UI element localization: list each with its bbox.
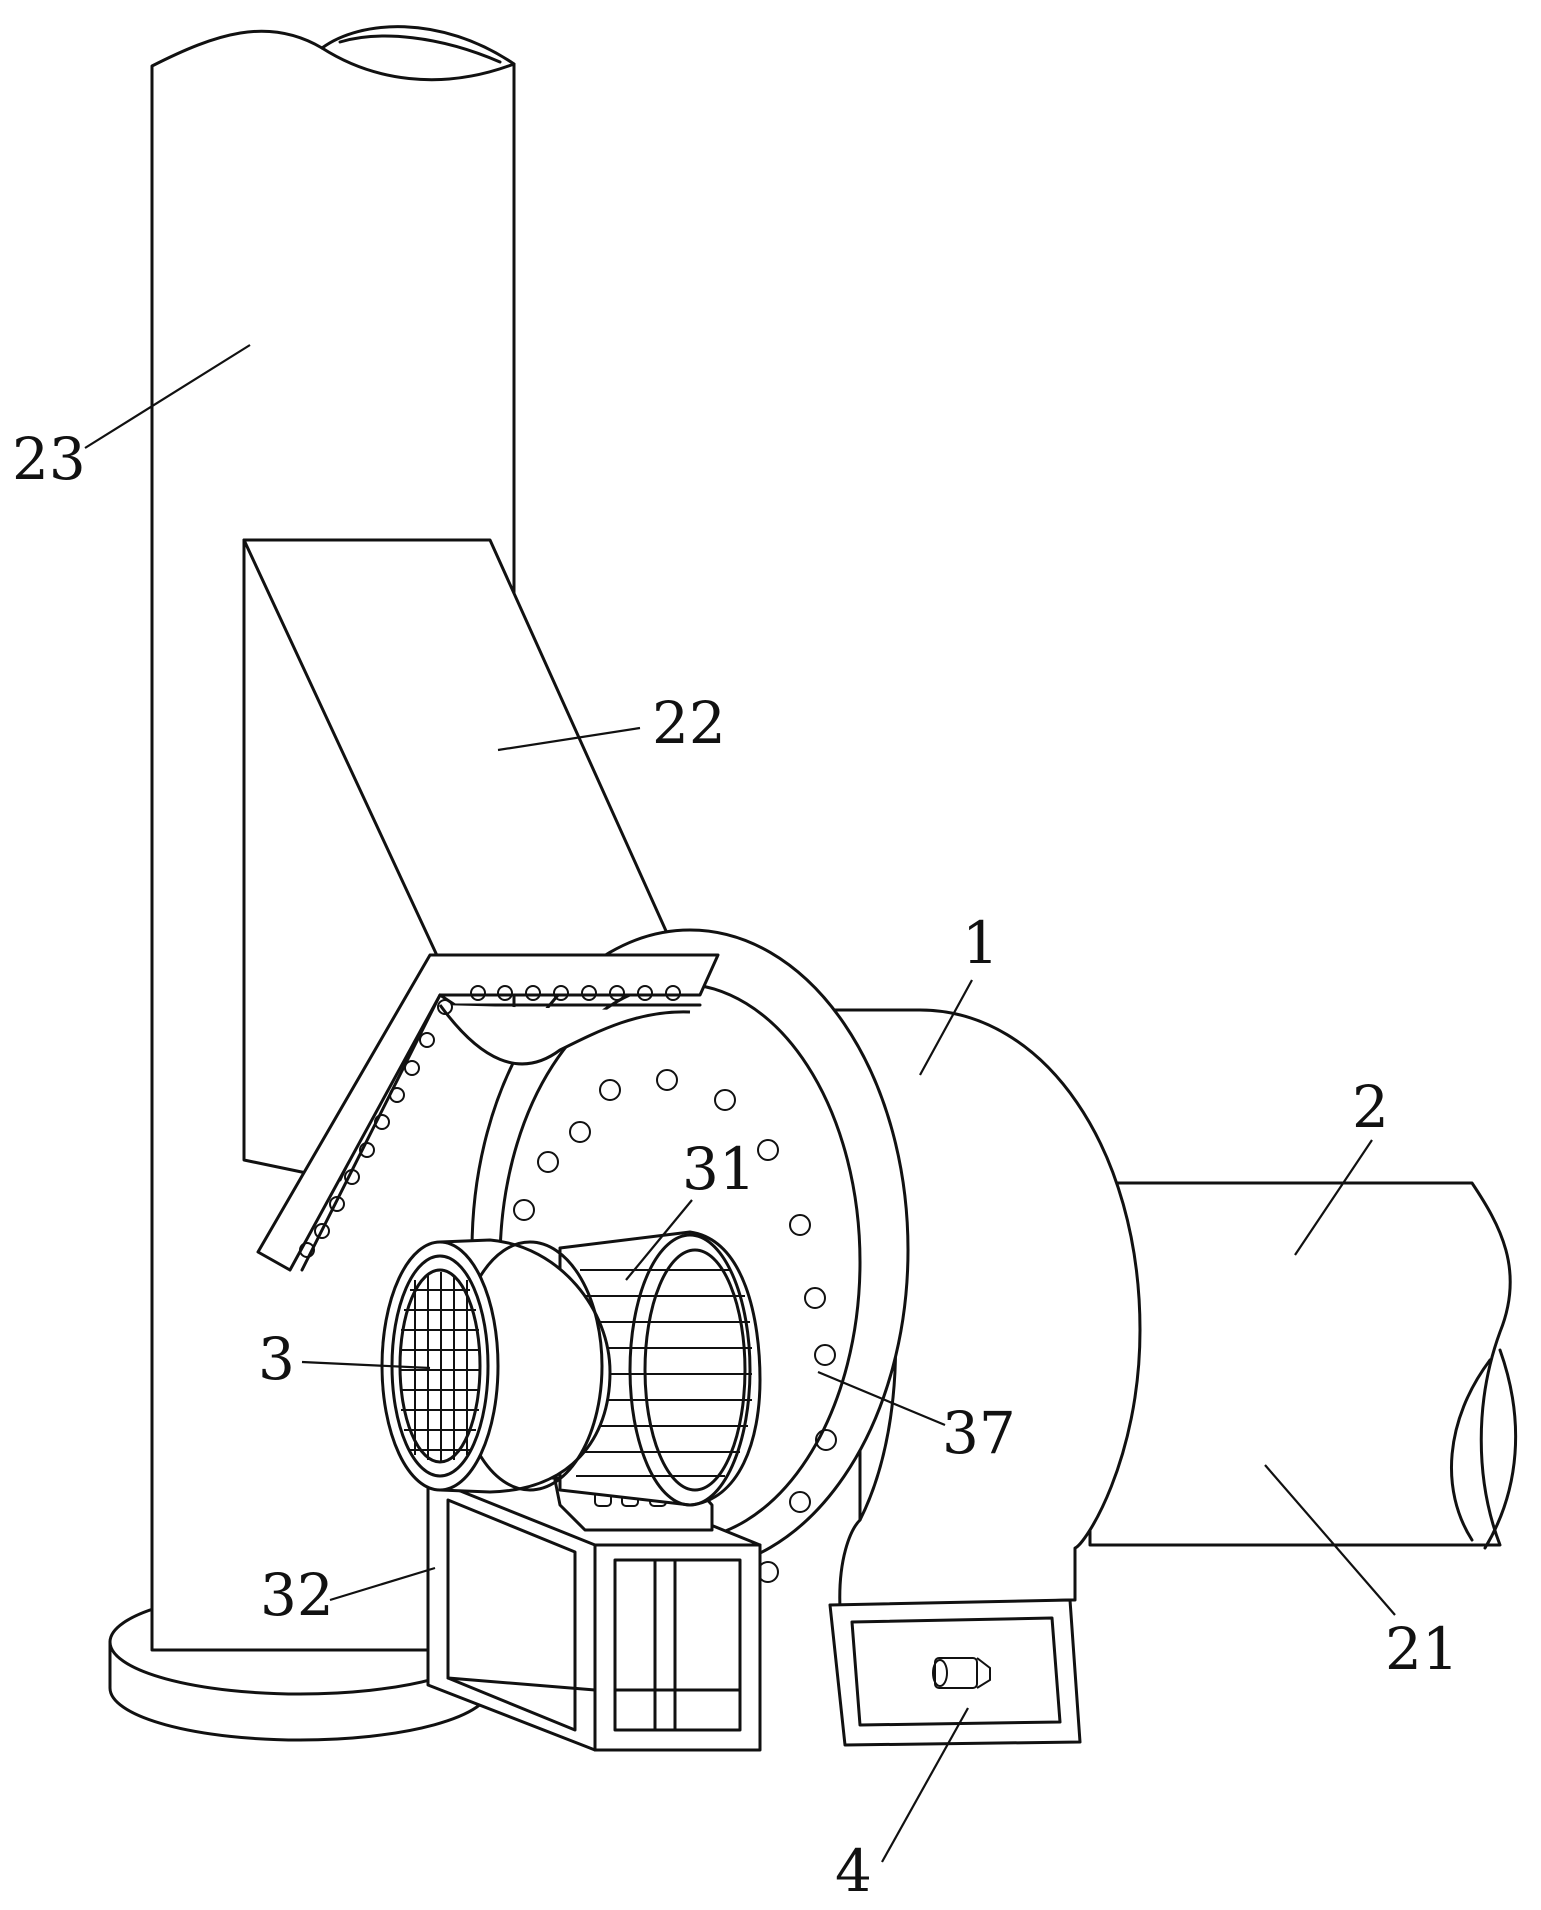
label-32: 32 <box>260 1561 334 1629</box>
leader-31 <box>625 1199 693 1281</box>
label-1: 1 <box>962 909 999 977</box>
label-23: 23 <box>12 425 86 493</box>
label-31: 31 <box>682 1135 756 1203</box>
label-22: 22 <box>652 689 726 757</box>
horizontal-pipe <box>1088 1181 1518 1550</box>
leader-21 <box>1264 1464 1396 1616</box>
duct-flange-bolts <box>299 985 681 1258</box>
leader-1 <box>919 979 973 1076</box>
leader-23 <box>84 344 251 449</box>
label-37: 37 <box>942 1399 1016 1467</box>
leader-32 <box>329 1566 436 1602</box>
label-2: 2 <box>1352 1073 1389 1141</box>
label-3: 3 <box>258 1325 295 1393</box>
leader-37 <box>817 1370 946 1427</box>
leader-lines <box>84 344 1396 1863</box>
motor-frame <box>426 1476 762 1752</box>
leader-4 <box>881 1707 969 1863</box>
label-4: 4 <box>835 1837 872 1905</box>
discharge-box <box>828 1598 1082 1747</box>
leader-2 <box>1294 1139 1373 1256</box>
leader-3 <box>301 1360 431 1370</box>
motor-body <box>558 1230 762 1507</box>
motor-end-cap <box>380 1238 612 1494</box>
leader-22 <box>497 726 641 752</box>
label-21: 21 <box>1385 1615 1459 1683</box>
